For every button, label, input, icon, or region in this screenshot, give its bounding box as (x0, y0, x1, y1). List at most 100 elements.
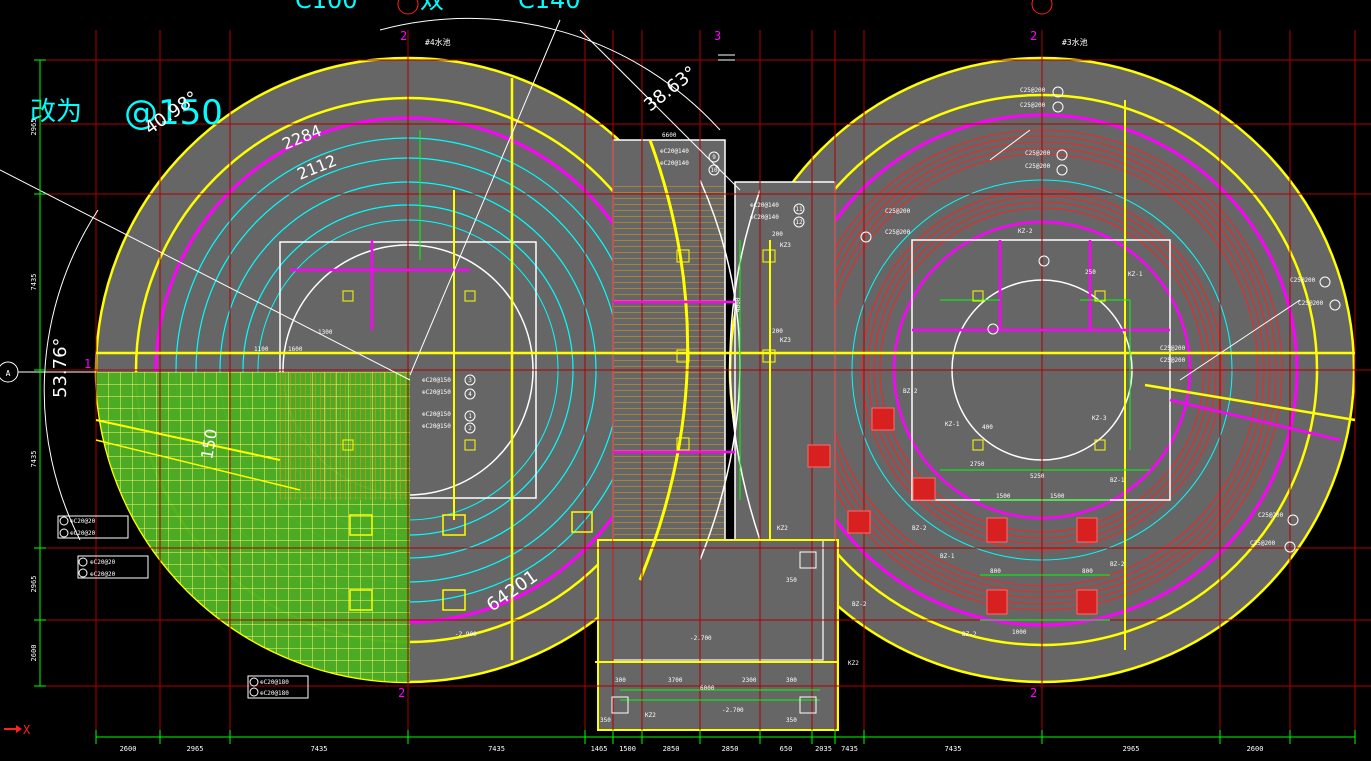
grid-lines (40, 30, 1371, 740)
callout-box (57, 515, 129, 539)
top-right-fragment: C140 (518, 0, 581, 14)
dim: 300 (786, 677, 797, 684)
axis-bubbles: A 2 2 3 1 2 2 X (0, 0, 1053, 737)
dim: 1300 (318, 329, 333, 336)
connector-lower-block (597, 539, 839, 731)
column-tags: KZ-1 KZ-2 KZ-3 KZ-1 BZ-1 BZ-2 BZ-1 BZ-2 … (645, 228, 1143, 719)
dim: 250 (1085, 269, 1096, 276)
yellow-axes (95, 78, 1356, 663)
bottom-dim-label: 2965 (187, 745, 204, 753)
column-box (762, 249, 776, 263)
dim: 800 (990, 568, 1001, 575)
bubble: 10 (710, 167, 718, 174)
rebar-label: ⊕C20@180 (260, 679, 289, 686)
column-box (349, 589, 373, 611)
column-box (972, 439, 984, 451)
bottom-dim-label: 7435 (488, 745, 505, 753)
bottom-dim-label: 2035 (815, 745, 832, 753)
dim: 300 (615, 677, 626, 684)
mid-dims: 6000 3700 2300 300 300 350 350 350 200 2… (254, 231, 1096, 724)
rebar-label: C25@200 (1025, 150, 1051, 157)
rebar-label: ⊕C20@20 (90, 571, 116, 578)
dim: 1600 (288, 346, 303, 353)
column-box (676, 349, 690, 363)
rebar-label: ⊕C20@20 (70, 530, 96, 537)
bottom-dim-label: 2965 (1123, 745, 1140, 753)
tag-kz22c: KZ2 (645, 712, 656, 719)
column-box (1094, 439, 1106, 451)
dim: 400 (982, 424, 993, 431)
rebar-label: C25@200 (1020, 102, 1046, 109)
column-box (972, 290, 984, 302)
dim: 1100 (254, 346, 269, 353)
rebar-label: C25@200 (885, 229, 911, 236)
dim: 1500 (1050, 493, 1065, 500)
column-box (611, 696, 629, 714)
rebar-label: ⊕C20@180 (260, 690, 289, 697)
column-box (676, 437, 690, 451)
top-mid-fragment: 双 (420, 0, 444, 14)
column-box (442, 514, 466, 536)
dim: 2750 (970, 461, 985, 468)
dim: 350 (786, 577, 797, 584)
tag-kz23b: KZ3 (780, 337, 791, 344)
rebar-label: ⊕C20@140 (660, 160, 689, 167)
tag-bz2: BZ-2 (1110, 561, 1125, 568)
tag-bz2e: BZ-2 (912, 525, 927, 532)
yellow-diag-left-2 (95, 439, 301, 491)
rebar-label: C25@200 (1160, 345, 1186, 352)
axis-2-top-right: 2 (1030, 29, 1037, 43)
rebar-label: ⊕C20@20 (70, 518, 96, 525)
yellow-diag-left (95, 419, 281, 461)
column-box (342, 439, 354, 451)
callout-box (77, 555, 149, 579)
column-box (1094, 290, 1106, 302)
column-box (799, 696, 817, 714)
rebar-left-callouts: ⊕C20@150 ⊕C20@150 ⊕C20@150 ⊕C20@150 3 4 … (57, 132, 805, 699)
bottom-dim-label: 7435 (945, 745, 962, 753)
axis-2-top-left: 2 (400, 29, 407, 43)
bottom-dim-label: 1500 (619, 745, 636, 753)
column-box (342, 290, 354, 302)
rebar-label: C25@200 (885, 208, 911, 215)
tag-bz1: BZ-1 (1110, 477, 1125, 484)
column-box (676, 249, 690, 263)
bubble: 11 (795, 206, 803, 213)
dim: 1500 (996, 493, 1011, 500)
bottom-dim-label: 7435 (311, 745, 328, 753)
magenta-diag-right (1169, 398, 1341, 442)
bubble: 2 (468, 425, 472, 432)
dim: 2300 (742, 677, 757, 684)
tag-kz2: KZ-2 (1018, 228, 1033, 235)
red-column (1076, 589, 1098, 615)
axis-2-bottom-right: 2 (1030, 686, 1037, 700)
bottom-dim-label: 2850 (722, 745, 739, 753)
dim: 350 (600, 717, 611, 724)
rebar-label: C25@200 (1160, 357, 1186, 364)
rebar-label: C25@200 (1258, 512, 1284, 519)
top-left-fragment: C100 (295, 0, 358, 14)
bottom-dim-label: 1465 (591, 745, 608, 753)
column-box (799, 551, 817, 569)
callout-box (247, 675, 309, 699)
bubble: 3 (468, 377, 472, 384)
left-dim-label: 7435 (30, 274, 38, 291)
rebar-label: ⊕C20@20 (90, 559, 116, 566)
dim: 6000 (700, 685, 715, 692)
tank-left-title: #4水池 (425, 37, 451, 47)
rebar-label: ⊕C20@150 (422, 411, 451, 418)
dim-6600: 6600 (662, 132, 677, 139)
tag-kz22b: KZ2 (848, 660, 859, 667)
rebar-label: ⊕C20@140 (660, 148, 689, 155)
rebar-label: ⊕C20@140 (750, 202, 779, 209)
left-dim-label: 2965 (30, 119, 38, 136)
dim: 350 (786, 717, 797, 724)
bottom-dim-label: 2850 (663, 745, 680, 753)
note-spacing: @150 (124, 93, 223, 133)
connector-hatch (613, 182, 725, 582)
connector-arc-white-2 (729, 189, 761, 541)
dim: 3700 (668, 677, 683, 684)
connector-arc-yellow (638, 139, 690, 581)
column-box (349, 514, 373, 536)
